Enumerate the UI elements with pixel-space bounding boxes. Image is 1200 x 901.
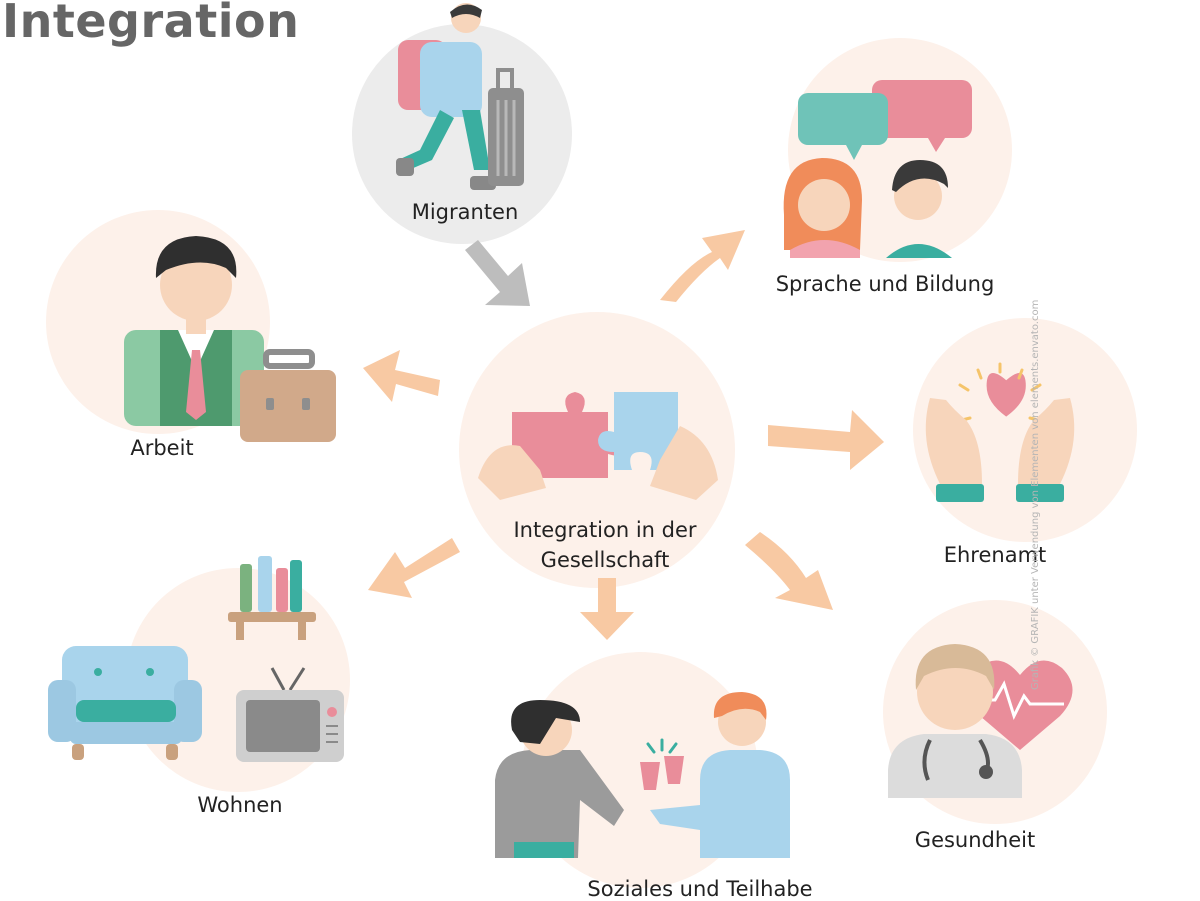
label-soziales-und-teilhabe: Soziales und Teilhabe [587,877,813,901]
label-wohnen: Wohnen [197,793,283,817]
arrow-center-to-ehrenamt [768,410,884,470]
cheers-people-icon [495,692,790,858]
doctor-icon [888,644,1022,798]
bookshelf-icon [228,556,316,640]
arrow-center-to-gesundheit [745,532,833,610]
label-center-line2: Gesellschaft [540,548,670,572]
arrow-center-to-arbeit [363,350,440,402]
label-sprache-und-bildung: Sprache und Bildung [775,272,995,296]
briefcase-icon [240,349,336,442]
label-arbeit: Arbeit [130,436,194,460]
label-ehrenamt: Ehrenamt [943,543,1047,567]
businessman-icon [124,236,264,426]
arrow-migranten-to-center [465,240,530,306]
arrow-center-to-soziales [580,578,634,640]
two-people-icon [783,158,952,258]
label-gesundheit: Gesundheit [914,828,1036,852]
puzzle-hands-icon [478,392,718,500]
chat-bubbles-icon [798,80,972,160]
image-credit: Grafik © GRAFIK unter Verwendung von Ele… [1030,299,1041,690]
walking-traveler-icon [396,3,524,190]
label-center-line1: Integration in der [513,518,697,542]
arrow-center-to-sprache [660,230,745,302]
page-title: Integration [2,0,300,48]
heart-hands-icon [925,362,1075,502]
armchair-icon [48,646,202,760]
tv-icon [236,667,344,762]
arrow-center-to-wohnen [368,538,460,598]
label-migranten: Migranten [411,200,519,224]
